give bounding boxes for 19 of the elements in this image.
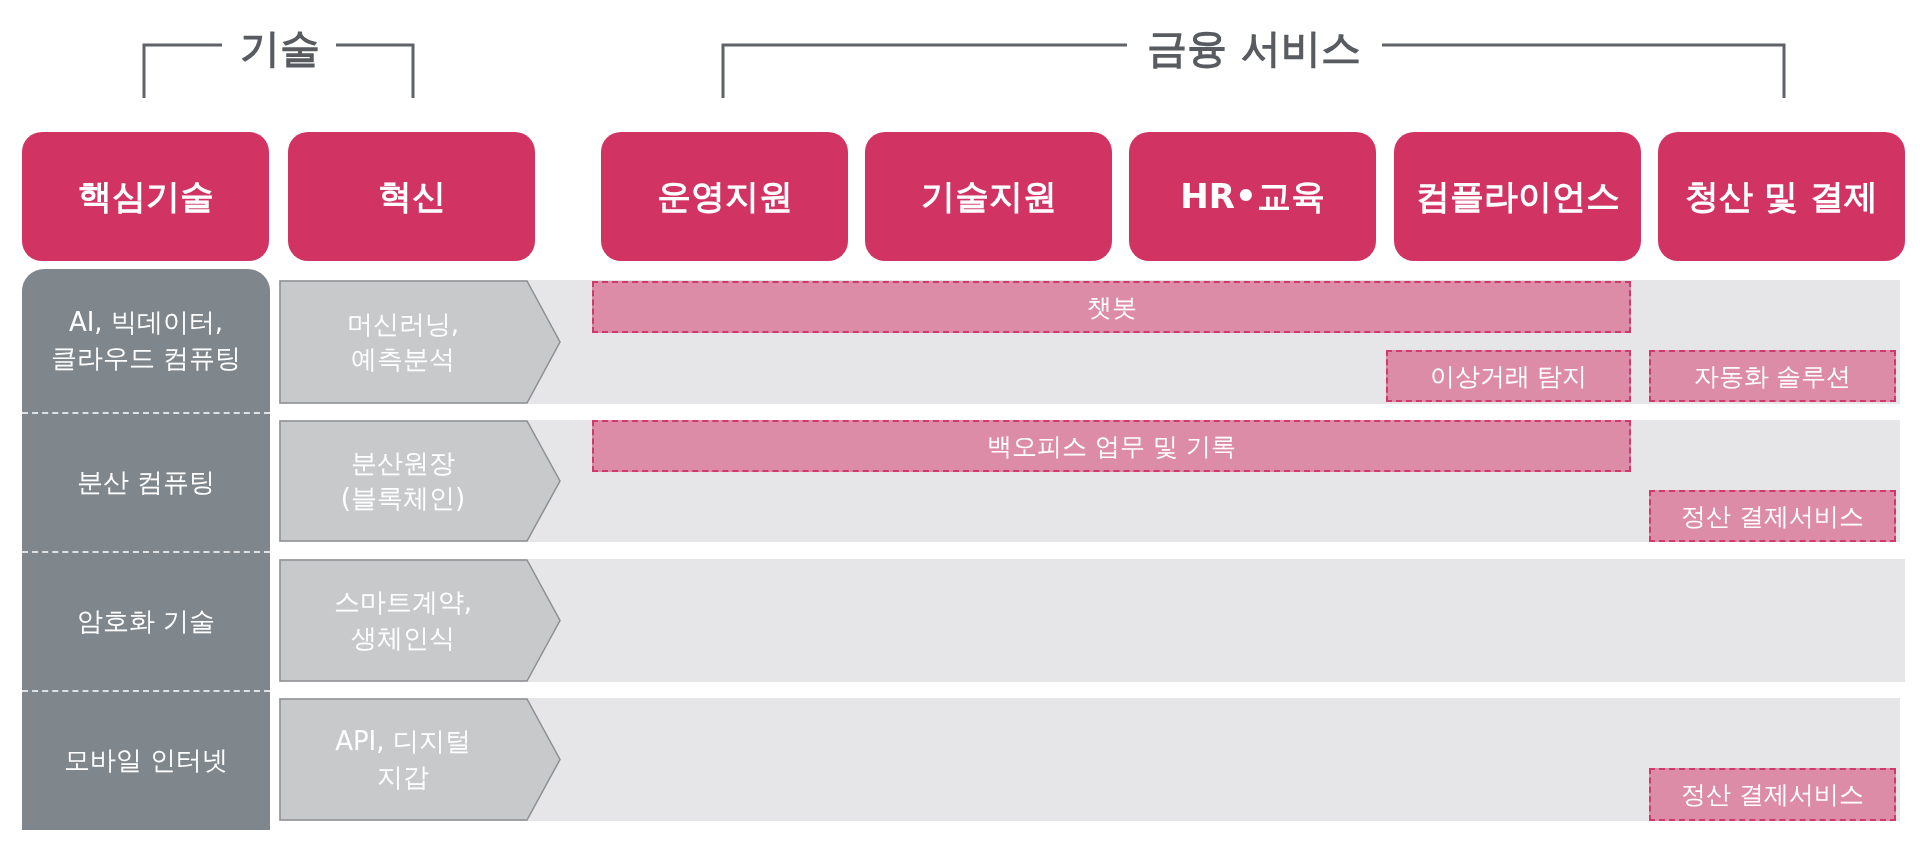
- technology-cell: 암호화 기술: [22, 551, 270, 690]
- service-bar: 백오피스 업무 및 기록: [592, 420, 1631, 472]
- technology-cell: AI, 빅데이터, 클라우드 컴퓨팅: [22, 269, 270, 412]
- service-bar: 이상거래 탐지: [1386, 350, 1631, 402]
- service-bar: 챗봇: [592, 281, 1631, 333]
- service-bar: 정산 결제서비스: [1649, 768, 1896, 821]
- service-bar: 정산 결제서비스: [1649, 490, 1896, 542]
- group-heading: 기술: [240, 26, 320, 70]
- category-header: 컴플라이언스: [1394, 132, 1641, 261]
- group-heading: 금융 서비스: [1147, 26, 1361, 70]
- technology-cell: 분산 컴퓨팅: [22, 412, 270, 551]
- category-header: 혁신: [288, 132, 535, 261]
- category-header: 청산 및 결제: [1658, 132, 1905, 261]
- category-header: 운영지원: [601, 132, 848, 261]
- technology-cell: 모바일 인터넷: [22, 690, 270, 830]
- service-bar: 자동화 솔루션: [1649, 350, 1896, 402]
- category-header: HR•교육: [1129, 132, 1376, 261]
- category-header: 기술지원: [865, 132, 1112, 261]
- category-header: 핵심기술: [22, 132, 269, 261]
